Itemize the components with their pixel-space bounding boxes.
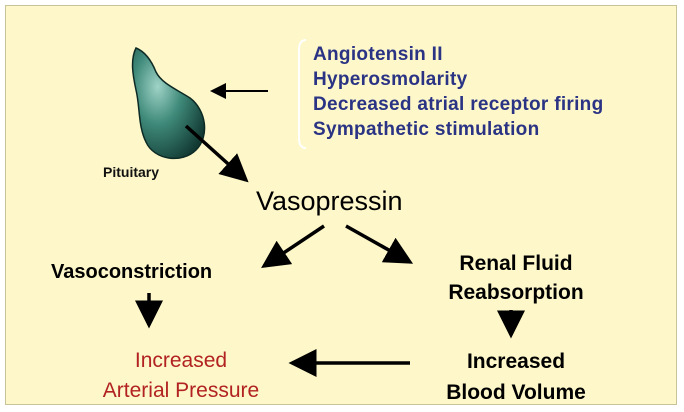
blood-label-line2: Blood Volume [426,377,606,408]
pituitary-gland-icon [133,48,205,158]
diagram-canvas: Angiotensin II Hyperosmolarity Decreased… [5,5,677,405]
pituitary-label: Pituitary [103,164,159,180]
renal-fluid-reabsorption-label: Renal Fluid Reabsorption [426,249,606,307]
vasoconstriction-label: Vasoconstriction [51,261,212,284]
stimulus-item: Sympathetic stimulation [313,117,604,142]
stimulus-item: Decreased atrial receptor firing [313,92,604,117]
blood-label-line1: Increased [426,346,606,377]
renal-label-line1: Renal Fluid [426,249,606,278]
vasopressin-to-vasoconstriction-arrow [264,226,324,266]
vasopressin-to-renal-arrow [346,226,410,262]
renal-label-line2: Reabsorption [426,278,606,307]
pressure-label-line2: Arterial Pressure [76,376,286,406]
vasopressin-label: Vasopressin [256,186,403,217]
increased-arterial-pressure-label: Increased Arterial Pressure [76,346,286,406]
stimuli-bracket [299,40,306,148]
stimulus-item: Hyperosmolarity [313,67,604,92]
pituitary-to-vasopressin-arrow [186,126,246,180]
increased-blood-volume-label: Increased Blood Volume [426,346,606,408]
pressure-label-line1: Increased [76,346,286,376]
stimulus-item: Angiotensin II [313,42,604,67]
stimuli-list: Angiotensin II Hyperosmolarity Decreased… [313,42,604,142]
